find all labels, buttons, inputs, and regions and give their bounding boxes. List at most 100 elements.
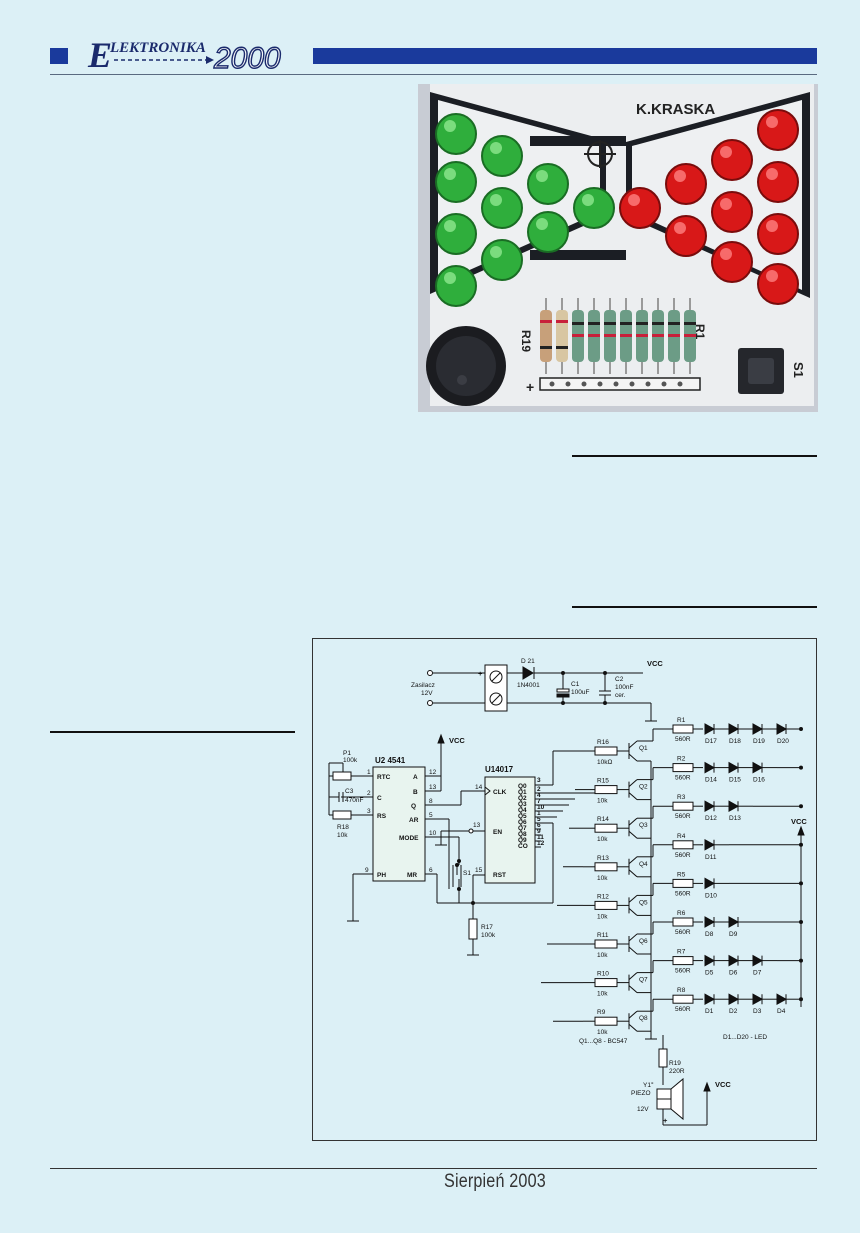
u2-pin-8-num: 8 [429,798,433,805]
r18-name: R18 [337,824,349,831]
magazine-logo: E LEKTRONIKA 2000 [87,35,282,76]
resistor-first-label: R19 [519,330,533,352]
value-r16: 10kΩ [597,759,612,766]
label-r1: R1 [677,717,686,724]
u1-q6: Q6 [518,819,527,826]
footer-rule [50,1168,817,1169]
u2-pin-ph: PH [377,872,386,879]
piezo-minus: - [651,1078,654,1087]
led-d15-symbol [728,761,740,774]
switch-label: S1 [791,362,806,378]
led-d7-symbol [752,954,764,967]
r19-value: 220R [669,1068,685,1075]
resistor-r15 [594,785,618,795]
resistor-r12 [594,900,618,910]
diode-name: D 21 [521,658,535,665]
stage-3-vcc-junction [799,804,803,809]
label-r7: R7 [677,949,686,956]
transistor-q4-emitter [628,869,638,878]
u2-vcc: VCC [449,736,465,745]
resistor-r11 [594,939,618,949]
led-d2-symbol [728,993,740,1006]
column-rule-top [572,455,817,457]
label-r8: R8 [677,987,686,994]
u1-pin-1: 1 [537,810,541,817]
logo-main: LEKTRONIKA [109,40,206,56]
piezo-type: PIEZO [631,1090,651,1097]
circuit-schematic: Zasilacz 12V + - D 21 1N4001 C1 100uF C2… [312,638,817,1141]
resistor-r14 [594,823,618,833]
u1-q2: Q2 [518,795,527,802]
label-d13: D13 [729,815,741,822]
led-d19-symbol [752,723,764,735]
red-led-array [619,109,799,305]
u2-pin-10-num: 10 [429,830,437,837]
u1-rst: RST [493,872,506,879]
label-q2: Q2 [639,784,648,791]
led-note: D1...D20 - LED [723,1034,767,1041]
resistor-r5 [672,878,694,888]
led-d8-symbol [704,916,716,928]
u1-pin-11: 11 [537,834,544,841]
u1-q8: Q8 [518,831,527,838]
u1-q1: Q1 [518,789,527,796]
resistor-r6 [672,917,694,927]
value-r12: 10k [597,913,608,920]
led-d13-symbol [728,800,740,813]
resistor-last-label: R1 [693,324,707,340]
u2-4541-chip [328,733,553,922]
resistor-r13 [594,862,618,872]
label-d5: D5 [705,970,714,977]
label-r2: R2 [677,756,686,763]
plus-label: + [526,379,534,395]
label-r15: R15 [597,778,609,785]
resistor-r3 [672,801,694,811]
value-r7: 560R [675,968,691,975]
piezo-vcc: VCC [715,1080,731,1089]
label-d10: D10 [705,892,717,899]
supply-plus: + [478,669,483,678]
header-rule [50,74,817,75]
u2-pin-1-num: 1 [367,769,371,776]
transistor-q3-emitter [628,830,638,839]
u1-pin-5: 5 [537,816,541,823]
label-r9: R9 [597,1009,606,1016]
switch-s1: S1 [463,870,471,877]
transistor-q4-collector [628,856,638,865]
label-d4: D4 [777,1008,786,1015]
r17-value: 100k [481,932,496,939]
header-bar [313,48,817,64]
u1-name: U14017 [485,765,514,774]
u2-pin-mr: MR [407,872,417,879]
resistor-bank [540,298,696,374]
u2-pin-a: A [413,774,418,781]
led-d4-symbol [776,993,788,1006]
led-d17-symbol [704,723,716,735]
led-d14-symbol [704,761,716,774]
u2-pin-mode: MODE [399,835,419,842]
label-r12: R12 [597,893,609,900]
led-d6-symbol [728,954,740,967]
u2-pin-6-num: 6 [429,867,433,874]
supply-label: Zasilacz [411,682,435,689]
value-r2: 560R [675,775,691,782]
p1-value: 100k [343,757,358,764]
u2-pin-9-num: 9 [365,867,369,874]
u1-clk: CLK [493,789,507,796]
u1-co: CO [518,843,528,850]
c2-type: cer. [615,692,626,699]
led-d12-symbol [704,800,716,813]
green-led-array [435,113,615,307]
label-d1: D1 [705,1008,714,1015]
value-r8: 560R [675,1006,691,1013]
transistor-q7-collector [628,972,638,980]
u1-q4: Q4 [518,807,527,814]
resistor-r9 [594,1016,618,1026]
piezo-section [656,1035,711,1126]
label-q1: Q1 [639,745,648,752]
label-q5: Q5 [639,899,648,906]
label-r3: R3 [677,794,686,801]
value-r15: 10k [597,798,608,805]
u1-clk-num: 14 [475,784,483,791]
logo-prefix: E [87,35,112,75]
